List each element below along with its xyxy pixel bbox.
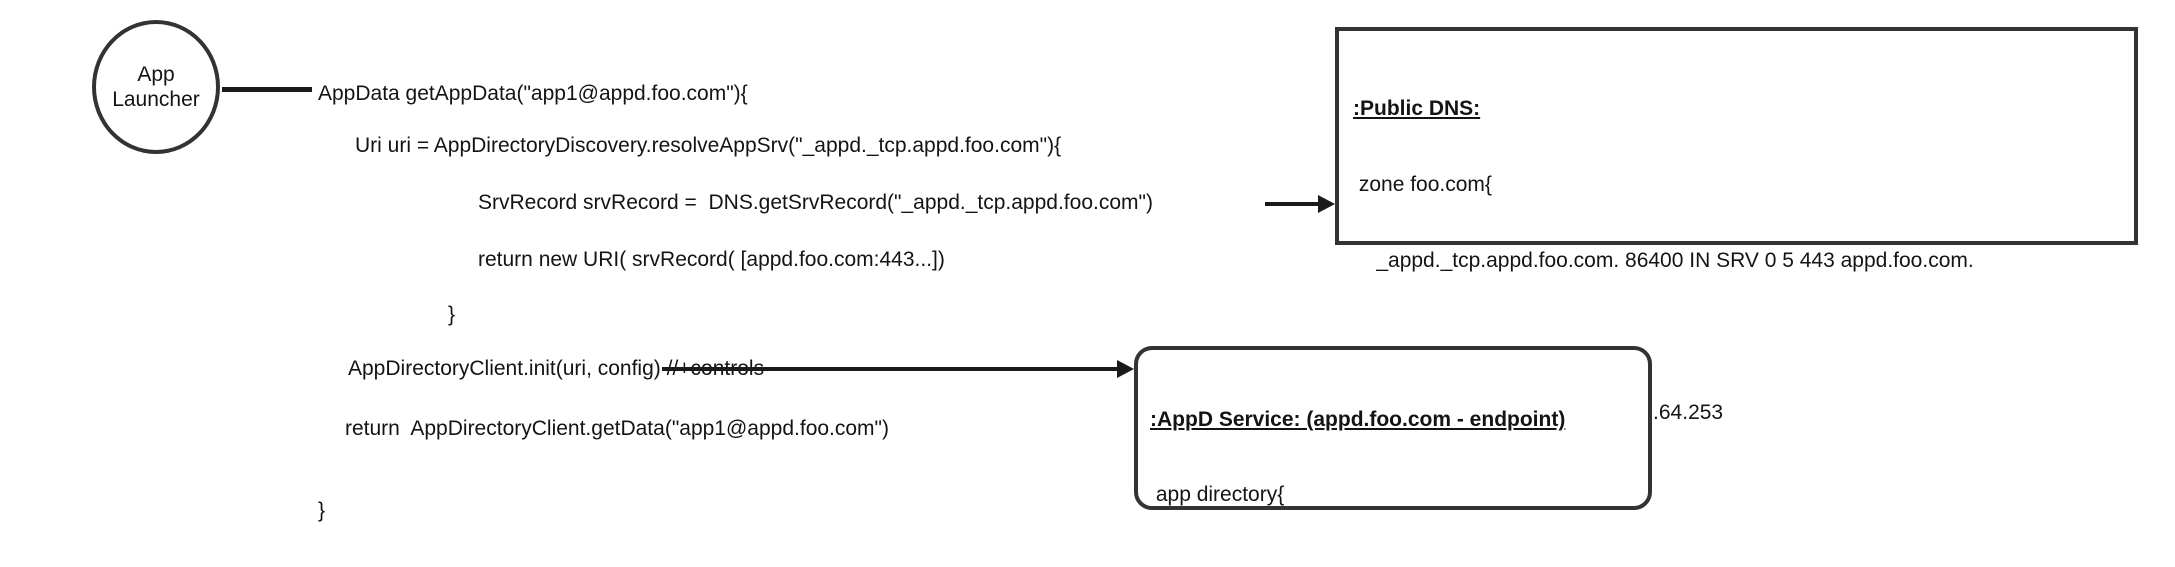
code-line-6: AppDirectoryClient.init(uri, config) //+…: [348, 357, 765, 380]
public-dns-box: :Public DNS: zone foo.com{ _appd._tcp.ap…: [1335, 27, 2138, 500]
code-line-3: SrvRecord srvRecord = DNS.getSrvRecord("…: [478, 191, 1153, 214]
code-line-4: return new URI( srvRecord( [appd.foo.com…: [478, 248, 945, 271]
code-line-5: }: [448, 303, 456, 326]
code-line-7: return AppDirectoryClient.getData("app1@…: [345, 417, 890, 440]
arrow-to-dns-shaft: [1265, 202, 1321, 206]
arrow-to-dns-box: [1265, 194, 1335, 214]
appd-directory-line: app directory{: [1150, 483, 1285, 506]
code-line-2: Uri uri = AppDirectoryDiscovery.resolveA…: [355, 134, 1062, 157]
dns-zone-line: zone foo.com{: [1353, 173, 1492, 196]
appd-service-title: :AppD Service: (appd.foo.com - endpoint): [1150, 408, 1566, 431]
dns-srv-record-line: _appd._tcp.appd.foo.com. 86400 IN SRV 0 …: [1353, 249, 1974, 272]
arrow-to-appd-box: [662, 359, 1134, 379]
arrow-to-appd-shaft: [662, 367, 1120, 371]
node-connector-line: [222, 87, 312, 92]
app-launcher-label-line2: Launcher: [112, 88, 200, 111]
code-line-8: }: [318, 499, 326, 522]
public-dns-title: :Public DNS:: [1353, 97, 1481, 120]
app-launcher-label-line1: App: [137, 63, 175, 86]
arrow-to-appd-head-icon: [1117, 360, 1134, 378]
arrow-to-dns-head-icon: [1318, 195, 1335, 213]
appd-service-box: :AppD Service: (appd.foo.com - endpoint)…: [1134, 346, 1652, 567]
appd-dots-line-1: ....: [1150, 556, 1636, 567]
code-line-1: AppData getAppData("app1@appd.foo.com"){: [318, 82, 748, 105]
app-launcher-node: App Launcher: [92, 20, 220, 154]
